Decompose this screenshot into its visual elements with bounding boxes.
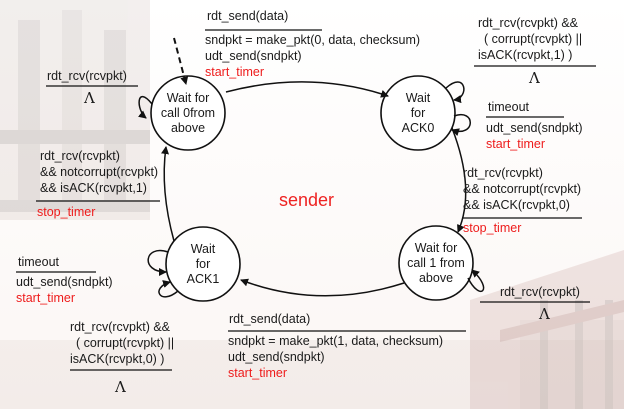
transition-event: rdt_rcv(rcvpkt) && [70, 320, 171, 334]
transition-event: && isACK(rcvpkt,1) [40, 181, 147, 195]
transition-action: udt_send(sndpkt) [205, 49, 302, 63]
transition-action: udt_send(sndpkt) [228, 350, 325, 364]
state-wait-ack1: Wait for ACK1 [163, 242, 243, 287]
loop-ack0-top [445, 81, 465, 104]
state-label-line: above [170, 121, 206, 135]
arrow-ack1-to-call0 [161, 146, 175, 242]
transition-event: ( corrupt(rcvpkt) || [76, 336, 175, 350]
state-label-line: above [418, 271, 454, 285]
lambda-action: Λ [529, 69, 540, 87]
transition-action: udt_send(sndpkt) [16, 275, 113, 289]
transition-event: rdt_rcv(rcvpkt) [463, 166, 543, 180]
state-label-line: call 0from [160, 106, 216, 120]
transition-action-timer: stop_timer [463, 221, 522, 235]
transition-event: rdt_rcv(rcvpkt) && [478, 16, 579, 30]
transition-event: rdt_rcv(rcvpkt) [500, 285, 580, 299]
state-wait-ack0: Wait for ACK0 [378, 91, 458, 136]
arrow-call1-to-ack1 [240, 278, 405, 297]
loop-call0 [138, 96, 153, 119]
transition-action-timer: stop_timer [37, 205, 96, 219]
state-label-line: Wait for [414, 241, 458, 255]
state-wait-call-0: Wait for call 0from above [148, 91, 228, 136]
state-label-line: call 1 from [407, 256, 465, 270]
state-label-line: Wait for [166, 91, 210, 105]
lambda-action: Λ [539, 305, 550, 323]
state-label-line: Wait [190, 242, 216, 256]
transition-action-timer: start_timer [228, 366, 288, 380]
transition-action: sndpkt = make_pkt(0, data, checksum) [205, 33, 421, 47]
transition-event: rdt_rcv(rcvpkt) [47, 69, 127, 83]
transition-event: rdt_rcv(rcvpkt) [40, 149, 120, 163]
transition-event: isACK(rcvpkt,0) ) [70, 352, 165, 366]
transition-event: rdt_send(data) [229, 312, 311, 326]
transition-action-timer: start_timer [205, 65, 265, 79]
state-label-line: ACK1 [186, 272, 220, 286]
loop-ack1-left [147, 249, 169, 276]
transition-event: timeout [18, 255, 59, 269]
state-label-line: for [410, 106, 426, 120]
transition-action-timer: start_timer [486, 137, 546, 151]
state-circle-wait-call-1 [398, 225, 474, 301]
transition-action: sndpkt = make_pkt(1, data, checksum) [228, 334, 444, 348]
state-circle-wait-call-0 [150, 75, 226, 151]
transition-action: udt_send(sndpkt) [486, 121, 583, 135]
transition-event: rdt_send(data) [207, 9, 289, 23]
transition-event: && notcorrupt(rcvpkt) [463, 182, 582, 196]
state-wait-call-1: Wait for call 1 from above [396, 241, 476, 286]
state-label-line: for [195, 257, 211, 271]
arrow-ack0-to-call1 [451, 127, 467, 233]
transition-event: isACK(rcvpkt,1) ) [478, 48, 573, 62]
transition-event: timeout [488, 100, 529, 114]
transition-action-timer: start_timer [16, 291, 76, 305]
transition-event: && isACK(rcvpkt,0) [463, 198, 570, 212]
state-circle-wait-ack1 [165, 226, 241, 302]
loop-ack0-right [451, 113, 471, 137]
center-label: sender [279, 190, 335, 210]
state-label-line: Wait [405, 91, 431, 105]
loop-call1 [467, 269, 485, 292]
transition-event: ( corrupt(rcvpkt) || [484, 32, 583, 46]
lambda-action: Λ [84, 89, 95, 107]
loop-ack1-bottom [158, 280, 179, 298]
transition-event: && notcorrupt(rcvpkt) [40, 165, 159, 179]
state-label-line: ACK0 [401, 121, 435, 135]
arrow-call0-to-ack0 [225, 81, 389, 98]
initial-arrow [173, 37, 189, 85]
lambda-action: Λ [115, 378, 126, 396]
state-circle-wait-ack0 [380, 75, 456, 151]
